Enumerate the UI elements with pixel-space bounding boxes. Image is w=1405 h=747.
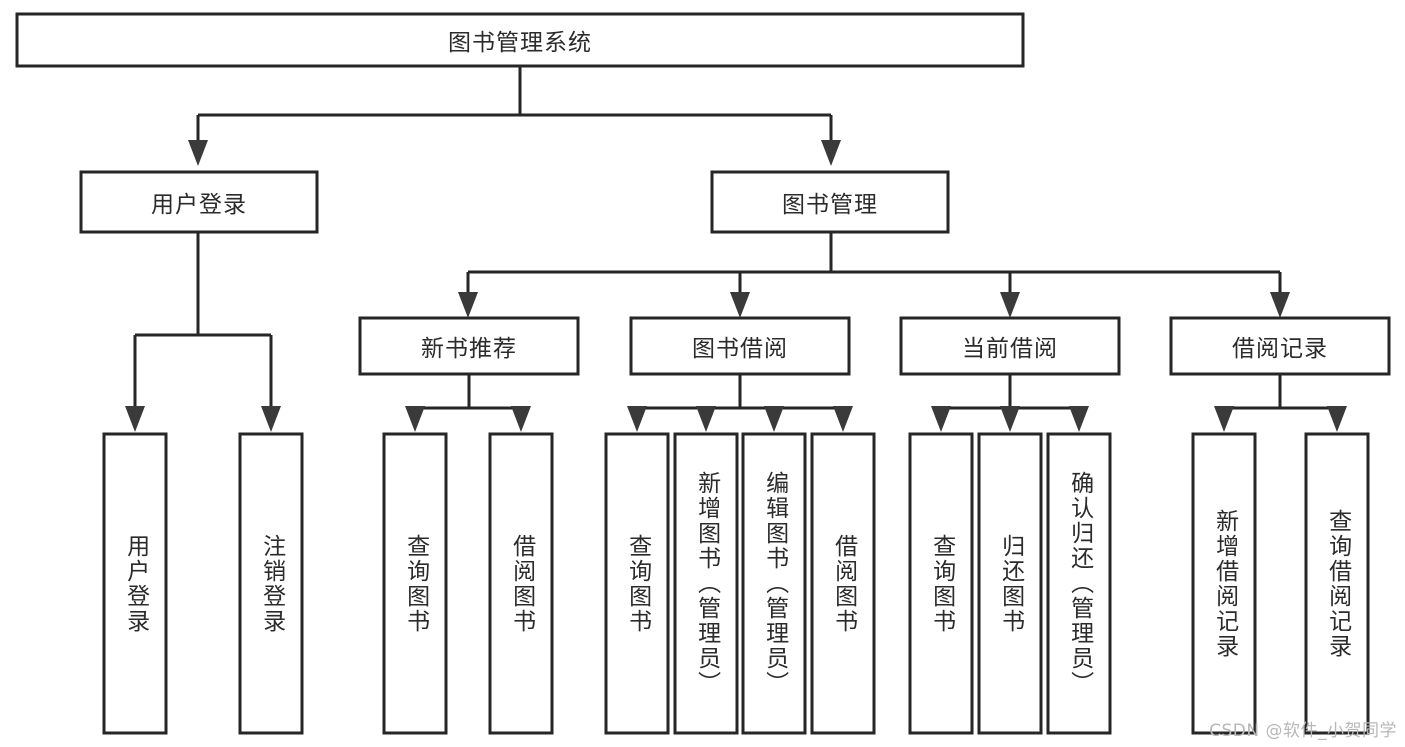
arrowhead-book-borrow-leaf-1 bbox=[696, 406, 716, 432]
arrowhead-user-login-leaf-0 bbox=[125, 406, 145, 432]
arrowhead-borrow-record-leaf-1 bbox=[1327, 406, 1347, 432]
arrowhead-root-to-book-manage bbox=[821, 140, 841, 166]
leaf-box-new-book-1[interactable] bbox=[488, 432, 554, 735]
node-borrow-record[interactable] bbox=[1169, 316, 1391, 376]
arrowhead-current-borrow-leaf-0 bbox=[931, 406, 951, 432]
node-current-borrow[interactable] bbox=[899, 316, 1121, 376]
leaf-box-current-borrow-0[interactable] bbox=[908, 432, 974, 735]
leaf-box-user-login-0[interactable] bbox=[102, 432, 168, 735]
leaf-box-book-borrow-2[interactable] bbox=[741, 432, 807, 735]
leaf-box-user-login-1[interactable] bbox=[238, 432, 304, 735]
node-root-book-management-system[interactable] bbox=[15, 12, 1025, 68]
arrowhead-book-borrow-leaf-0 bbox=[627, 406, 647, 432]
arrowhead-book-manage-book-borrow bbox=[730, 292, 750, 318]
arrowhead-book-borrow-leaf-2 bbox=[764, 406, 784, 432]
leaf-box-borrow-record-0[interactable] bbox=[1191, 432, 1257, 735]
arrowhead-new-book-leaf-1 bbox=[511, 406, 531, 432]
leaf-box-borrow-record-1[interactable] bbox=[1304, 432, 1370, 735]
node-book-borrow[interactable] bbox=[629, 316, 851, 376]
leaf-box-new-book-0[interactable] bbox=[382, 432, 448, 735]
leaf-box-book-borrow-1[interactable] bbox=[673, 432, 739, 735]
arrowhead-user-login-leaf-1 bbox=[261, 406, 281, 432]
arrowhead-book-manage-current-borrow bbox=[1000, 292, 1020, 318]
arrowhead-current-borrow-leaf-1 bbox=[1000, 406, 1020, 432]
arrowhead-root-to-user-login bbox=[188, 140, 208, 166]
node-user-login[interactable] bbox=[79, 170, 319, 234]
leaf-box-current-borrow-2[interactable] bbox=[1046, 432, 1112, 735]
arrowhead-book-borrow-leaf-3 bbox=[833, 406, 853, 432]
node-new-book-recommend[interactable] bbox=[358, 316, 580, 376]
arrowhead-book-manage-new-book bbox=[458, 292, 478, 318]
leaf-box-book-borrow-0[interactable] bbox=[604, 432, 670, 735]
node-book-management[interactable] bbox=[710, 170, 950, 234]
arrowhead-book-manage-borrow-record bbox=[1270, 292, 1290, 318]
arrowhead-current-borrow-leaf-2 bbox=[1069, 406, 1089, 432]
csdn-watermark: CSDN @软件_小贺同学 bbox=[1209, 721, 1397, 741]
leaf-box-current-borrow-1[interactable] bbox=[977, 432, 1043, 735]
leaf-box-book-borrow-3[interactable] bbox=[810, 432, 876, 735]
arrowhead-new-book-leaf-0 bbox=[405, 406, 425, 432]
arrowhead-borrow-record-leaf-0 bbox=[1214, 406, 1234, 432]
